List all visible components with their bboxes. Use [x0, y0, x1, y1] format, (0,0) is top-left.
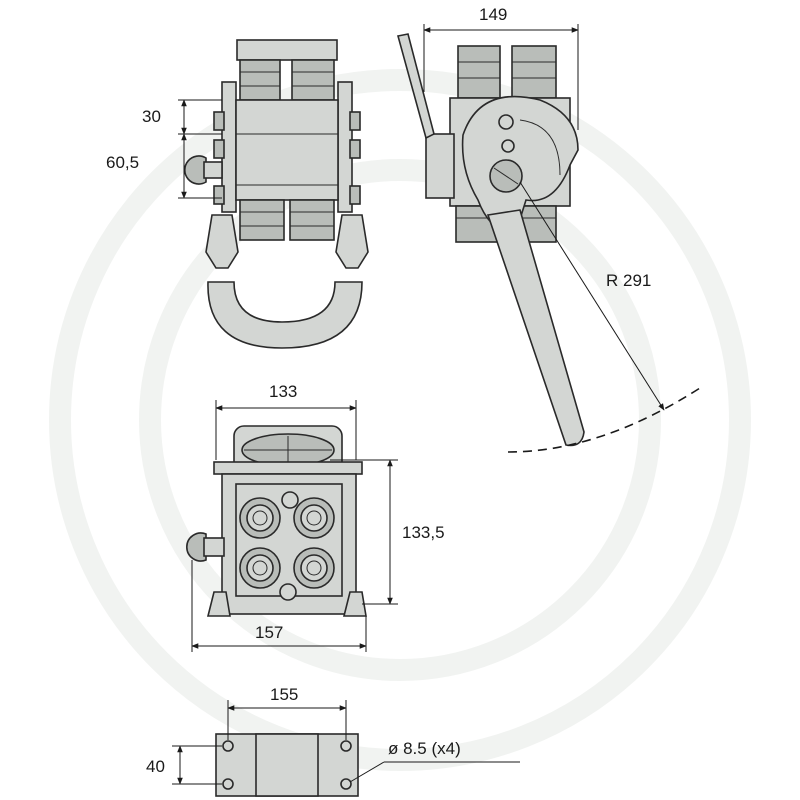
port-top-left — [239, 497, 281, 539]
dim-40: 40 — [146, 757, 165, 776]
dim-60-5: 60,5 — [106, 153, 139, 172]
hole — [340, 740, 352, 752]
dim-hole: ø 8.5 (x4) — [388, 739, 461, 758]
port-bottom-left — [239, 547, 281, 589]
dim-133: 133 — [269, 382, 297, 401]
right-leg — [335, 214, 369, 269]
top-manifold — [236, 39, 338, 61]
hole — [222, 740, 234, 752]
bottom-fitting-left — [239, 199, 285, 241]
lever-bracket — [397, 33, 435, 140]
dim-r-291: R 291 — [606, 271, 651, 290]
valve-body — [235, 99, 339, 201]
mounting-plate-view: 155 40 ø 8.5 (x4) — [146, 685, 520, 797]
port-top-right — [293, 497, 335, 539]
lever-hub — [461, 95, 579, 236]
u-guard — [207, 281, 363, 349]
hole — [340, 778, 352, 790]
left-leg — [205, 214, 239, 269]
top-fitting-left — [239, 59, 281, 101]
port-bottom-right — [293, 547, 335, 589]
side-view: R 291 149 — [397, 5, 701, 453]
front-view: 30 60,5 — [106, 39, 369, 349]
side-top-fitting-left — [457, 45, 501, 99]
dim-133-5: 133,5 — [402, 523, 445, 542]
bottom-fitting-right — [289, 199, 335, 241]
knob — [184, 155, 207, 185]
lever-arm — [486, 209, 585, 447]
watermark — [49, 69, 751, 771]
top-fitting-right — [291, 59, 335, 101]
swing-arc — [507, 387, 701, 453]
side-top-fitting-right — [511, 45, 557, 99]
dim-157: 157 — [255, 623, 283, 642]
dim-30: 30 — [142, 107, 161, 126]
hole — [222, 778, 234, 790]
top-view: 133 133,5 157 — [186, 382, 445, 652]
dim-149: 149 — [479, 5, 507, 24]
dim-155: 155 — [270, 685, 298, 704]
